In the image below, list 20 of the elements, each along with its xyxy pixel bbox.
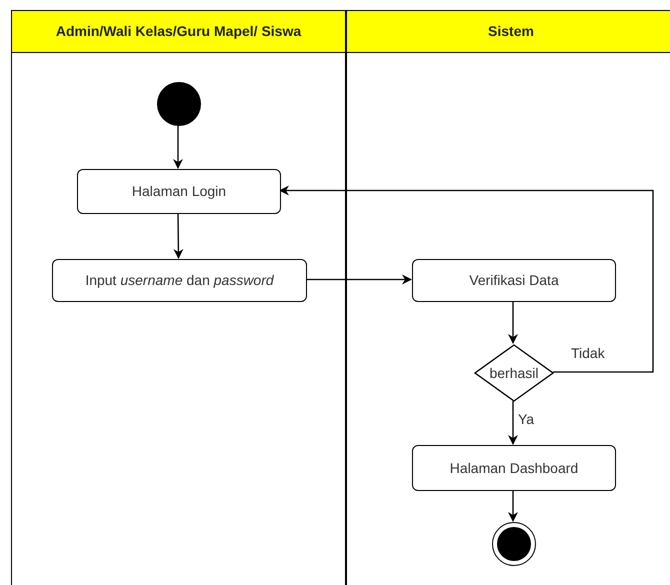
activity-box: Halaman Login [77, 169, 281, 214]
arrow [508, 401, 518, 445]
activity-box: Input username dan password [52, 259, 307, 302]
decision-diamond: berhasil [474, 344, 554, 402]
edge-label: Ya [517, 412, 536, 426]
arrow [173, 213, 184, 259]
activity-box: Verifikasi Data [412, 259, 616, 302]
arrow [508, 490, 518, 522]
end-node [492, 522, 536, 566]
swimlane [346, 10, 670, 585]
edge-label: Tidak [570, 346, 606, 360]
activity-box: Halaman Dashboard [412, 445, 616, 491]
arrow [306, 274, 412, 284]
swimlane [11, 10, 346, 585]
arrow [508, 301, 518, 344]
lane-header: Admin/Wali Kelas/Guru Mapel/ Siswa [12, 11, 345, 53]
arrow [279, 186, 654, 373]
arrow [173, 125, 183, 169]
start-node [157, 82, 201, 126]
lane-header: Sistem [347, 11, 670, 53]
